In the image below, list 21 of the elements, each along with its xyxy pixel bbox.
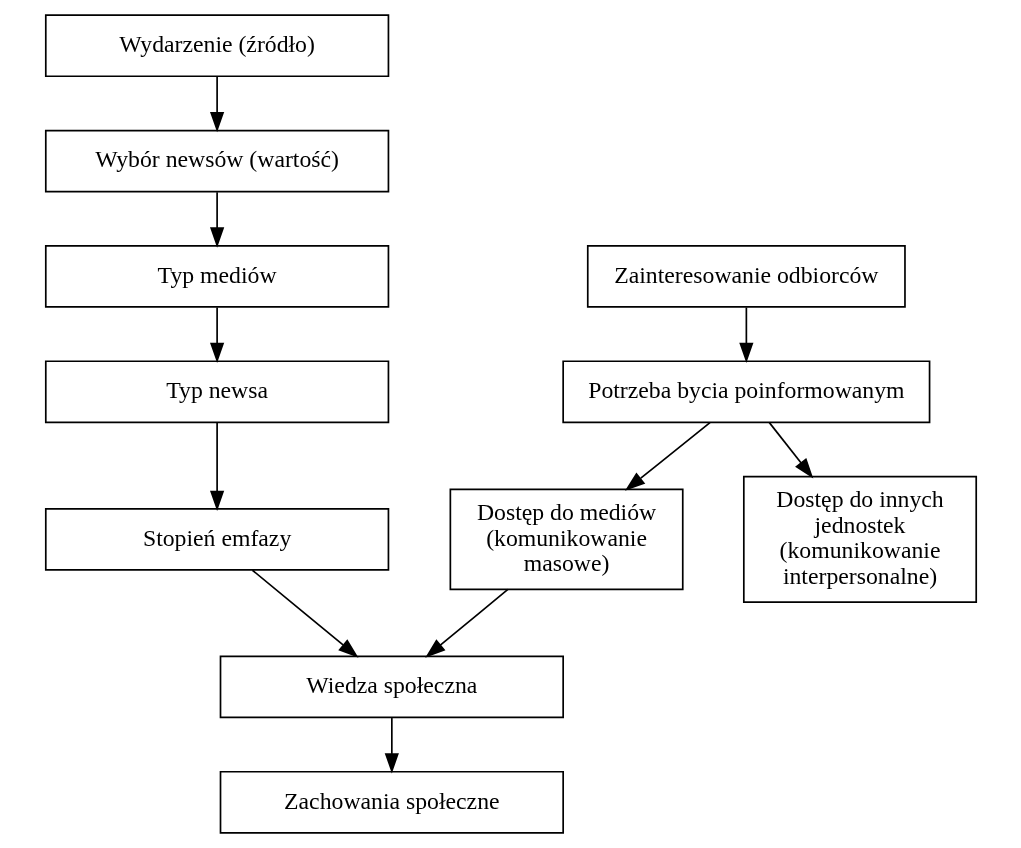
node-box: Potrzeba bycia poinformowanym: [561, 360, 930, 424]
arrow: [251, 569, 358, 658]
arrow: [384, 717, 399, 774]
node-box: Dostęp do mediów (komunikowanie masowe): [449, 488, 684, 591]
arrow: [424, 588, 509, 658]
arrow: [209, 191, 224, 248]
node-box: Typ mediów: [44, 245, 389, 308]
arrow: [768, 421, 813, 479]
arrow: [624, 421, 711, 491]
arrow: [738, 306, 753, 364]
node-box: Stopień emfazy: [44, 507, 389, 571]
node-box: Wybór newsów (wartość): [44, 129, 389, 193]
node-box: Dostęp do innych jednostek (komunikowanie interpersonalne): [742, 475, 977, 603]
node-box: Wiedza społeczna: [219, 655, 564, 719]
node-box: Zainteresowanie odbiorców: [586, 245, 906, 308]
node-box: Zachowania społeczne: [219, 770, 564, 834]
arrow: [209, 306, 224, 364]
arrow: [209, 421, 224, 512]
node-box: Wydarzenie (źródło): [44, 14, 389, 78]
arrow: [209, 76, 224, 133]
node-box: Typ newsa: [44, 360, 389, 424]
